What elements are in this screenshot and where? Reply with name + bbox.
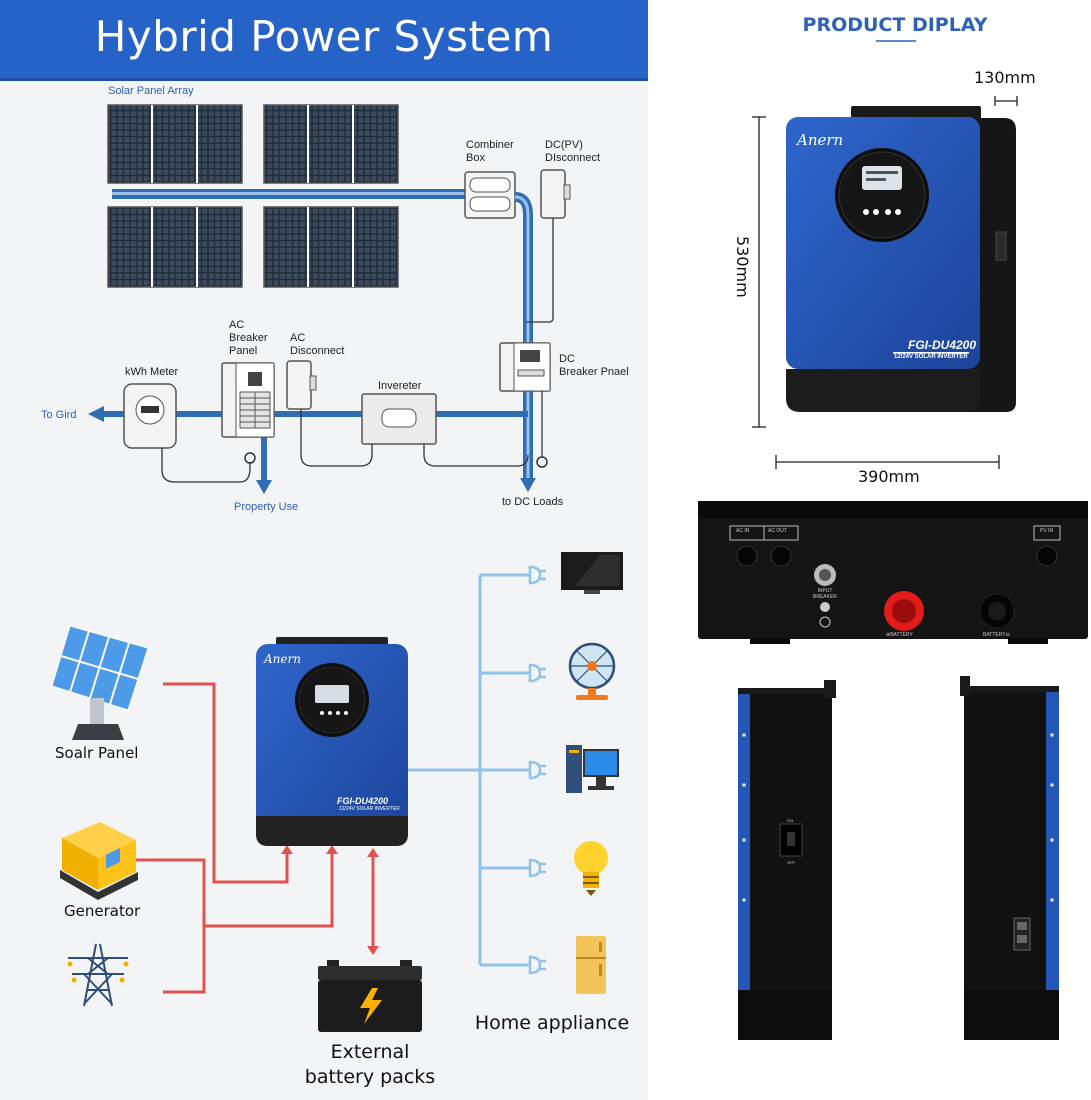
inverter-label: Invereter xyxy=(378,380,422,392)
inverter-left-side-view xyxy=(738,680,836,1040)
inverter-front-subtitle: 12/24V SOLAR INVERTER xyxy=(894,354,968,360)
inverter-front-view xyxy=(786,106,1016,412)
dc-breaker-panel-label: DC Breaker Pnael xyxy=(559,353,629,378)
solar-array-label: Solar Panel Array xyxy=(108,85,194,97)
inverter-front-brand: Anern xyxy=(797,131,844,149)
dc-loads-label: to DC Loads xyxy=(502,496,564,508)
solar-panel-array xyxy=(107,104,467,288)
ac-disconnect xyxy=(286,360,317,410)
inverter-small-model: FGI-DU4200 xyxy=(337,796,389,806)
product-display-title: PRODUCT DIPLAY xyxy=(802,14,988,36)
inverter-unit-small xyxy=(256,637,408,846)
dc-pv-disconnect-label: DC(PV) DIsconnect xyxy=(545,139,601,164)
battery-negative-label: BATTERY⊖ xyxy=(983,632,1010,638)
ac-breaker-panel-label: AC Breaker Panel xyxy=(229,319,268,357)
combiner-box-label: Combiner Box xyxy=(466,139,514,164)
red-power-lines xyxy=(136,682,375,994)
banner: Hybrid Power System xyxy=(0,0,648,81)
switch-on-label: ON xyxy=(787,818,793,823)
battery-label: External battery packs xyxy=(304,1041,436,1088)
solar-panel-label: Soalr Panel xyxy=(55,744,139,762)
to-grid-label: To Gird xyxy=(41,409,77,421)
banner-title: Hybrid Power System xyxy=(94,12,554,61)
computer-icon xyxy=(566,745,619,793)
switch-off-label: OFF xyxy=(787,860,795,865)
inverter-bottom-view xyxy=(698,501,1088,644)
dc-breaker-panel xyxy=(499,342,551,392)
home-appliance-label: Home appliance xyxy=(474,1012,630,1034)
tv-icon xyxy=(561,552,623,594)
ac-disconnect-label: AC Disconnect xyxy=(290,332,345,357)
pv-in-label: PV IN xyxy=(1040,528,1054,534)
generator-label: Generator xyxy=(64,902,141,920)
combiner-box xyxy=(464,171,516,219)
width-dimension: 390mm xyxy=(858,467,920,486)
inverter-small-brand: Anern xyxy=(264,652,301,666)
solar-panel-icon xyxy=(51,625,149,740)
plug-icons xyxy=(528,565,546,975)
ac-out-label: AC OUT xyxy=(768,528,787,534)
battery-positive-label: ⊕BATTERY xyxy=(886,632,913,638)
kwh-meter xyxy=(123,383,177,449)
property-use-label: Property Use xyxy=(234,501,299,513)
dimension-lines xyxy=(752,96,1018,469)
generator-icon xyxy=(60,822,138,900)
battery-icon xyxy=(318,960,422,1032)
kwh-meter-label: kWh Meter xyxy=(125,366,179,378)
height-dimension: 530mm xyxy=(733,236,752,298)
ac-in-label: AC IN xyxy=(736,528,750,534)
appliance-distribution-lines xyxy=(408,573,530,967)
ac-breaker-panel xyxy=(221,362,275,438)
inverter-right-side-view xyxy=(960,676,1059,1040)
fan-icon xyxy=(568,642,616,700)
power-tower-icon xyxy=(67,943,129,1007)
refrigerator-icon xyxy=(576,936,606,994)
dc-pv-disconnect xyxy=(540,169,571,219)
inverter-box xyxy=(361,393,437,445)
depth-dimension: 130mm xyxy=(974,68,1036,87)
light-bulb-icon xyxy=(574,841,608,896)
inverter-front-model: FGI-DU4200 xyxy=(908,338,977,352)
inverter-small-subtitle: 12/24V SOLAR INVERTER xyxy=(339,806,400,812)
input-breaker-label: INPUT BREAKER xyxy=(813,588,837,600)
